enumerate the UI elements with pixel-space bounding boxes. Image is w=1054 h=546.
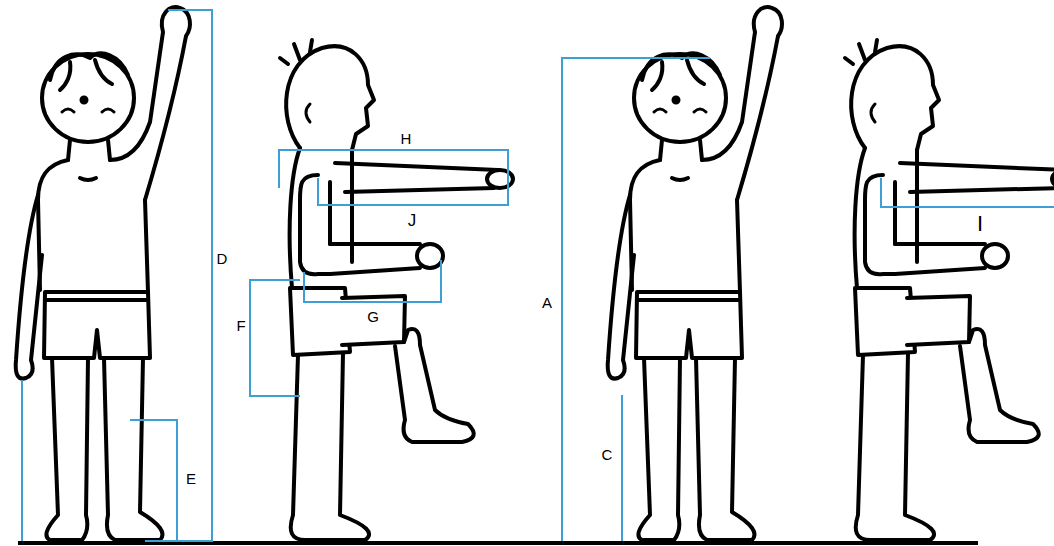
measure-line — [621, 395, 623, 541]
measure-bracket — [562, 58, 710, 541]
measure-letter: C — [602, 447, 613, 462]
measure-bracket — [145, 10, 212, 541]
measure-letter: G — [367, 309, 379, 324]
measure-letter: I — [977, 213, 983, 235]
child-front-arm-up — [16, 7, 190, 540]
measure-line — [21, 380, 23, 541]
measure-letter: D — [217, 251, 228, 266]
measure-letter: H — [401, 131, 412, 146]
child-side-knee-up — [845, 40, 1054, 540]
measure-letter: F — [236, 318, 245, 333]
measure-bracket — [881, 178, 1054, 207]
measure-bracket — [279, 150, 508, 205]
measure-letter: E — [186, 471, 196, 486]
measure-letter: A — [542, 295, 552, 310]
measure-bracket — [130, 420, 177, 541]
child-side-knee-up — [280, 40, 513, 540]
measure-bracket — [250, 280, 300, 396]
child-front-arm-up — [608, 7, 782, 540]
measure-bracket — [304, 260, 441, 302]
measure-letter: J — [408, 212, 417, 229]
